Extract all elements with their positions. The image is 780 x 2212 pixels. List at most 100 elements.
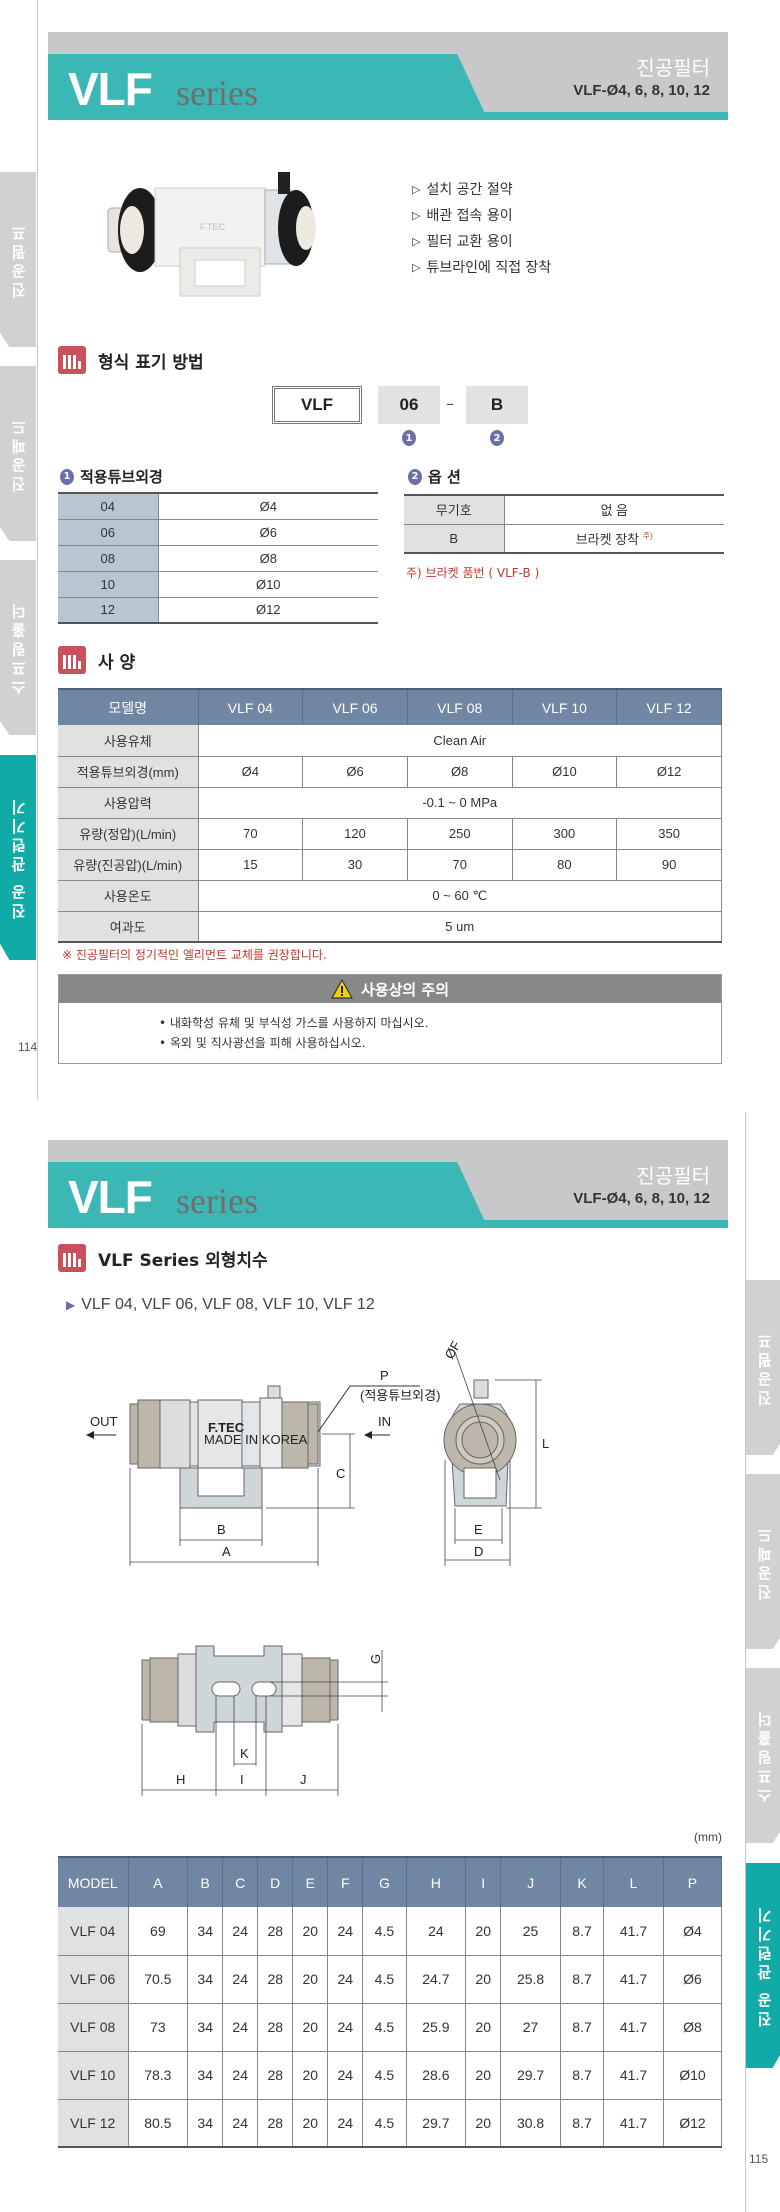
side-tab-label: 스프링홀더 [755,1708,774,1803]
section-header-spec: 사 양 [58,646,135,674]
side-tab-vacuum-pad[interactable]: 진공패드 [0,366,36,541]
side-tab-label: 진공 관련기기 [755,1903,774,2028]
side-tab-vacuum-accessories[interactable]: 진공 관련기기 [746,1863,780,2068]
catalog-page-114: 진공펌프 진공패드 스프링홀더 진공 관련기기 114 VLF series 진… [0,0,780,1100]
spec-note: ※ 진공필터의 정기적인 엘리먼트 교체를 권장합니다. [62,948,327,962]
out-label: OUT [90,1414,118,1429]
banner-korean-title: 진공필터 [636,56,710,80]
side-tab-vacuum-pump[interactable]: 진공펌프 [746,1280,780,1455]
marker-1: 1 [60,468,74,485]
unit-label: (mm) [694,1830,722,1844]
svg-text:I: I [240,1772,244,1787]
marker-1: 1 [402,430,416,446]
side-tab-label: 진공펌프 [755,1329,774,1406]
svg-text:ØF: ØF [442,1340,464,1362]
page-number: 114 [18,1040,38,1054]
banner-series: series [176,1181,258,1221]
side-tab-label: 진공 관련기기 [9,795,28,920]
arrow-left-icon [364,1431,372,1439]
triangle-bullet-icon: ▷ [412,183,421,196]
banner-korean-title: 진공필터 [636,1164,710,1188]
triangle-bullet-icon: ▷ [412,235,421,248]
caution-item: • 내화학성 유체 및 부식성 가스를 사용하지 마십시오. [159,1016,429,1030]
page-margin-rule [37,0,38,1100]
triangle-bullet-icon: ▷ [412,261,421,274]
section-header-ordering: 형식 표기 방법 [58,346,204,374]
feature-item: ▷튜브라인에 직접 장착 [412,255,551,281]
bar-chart-icon [58,1244,86,1272]
section-title: VLF Series 외형치수 [98,1250,268,1271]
triangle-bullet-icon: ▷ [412,209,421,222]
side-tab-label: 진공패드 [755,1523,774,1600]
code-box-size: 06 [378,386,440,424]
bar-chart-icon [58,346,86,374]
arrow-left-icon [86,1431,94,1439]
side-tab-label: 스프링홀더 [9,600,28,695]
svg-text:J: J [300,1772,307,1787]
feature-list: ▷설치 공간 절약 ▷배관 접속 용이 ▷필터 교환 용이 ▷튜브라인에 직접 … [412,177,551,281]
side-tab-spring-holder[interactable]: 스프링홀더 [0,560,36,735]
svg-text:C: C [336,1466,345,1481]
svg-text:D: D [474,1544,483,1559]
banner-subtitle: VLF-Ø4, 6, 8, 10, 12 [573,82,710,99]
section-header-dimensions: VLF Series 외형치수 [58,1244,268,1272]
feature-item: ▷설치 공간 절약 [412,177,551,203]
series-banner: VLF series 진공필터 VLF-Ø4, 6, 8, 10, 12 [48,32,728,120]
feature-item: ▷배관 접속 용이 [412,203,551,229]
svg-text:E: E [474,1522,483,1537]
svg-text:B: B [217,1522,226,1537]
bar-chart-icon [58,646,86,674]
product-photo: F.TEC [107,172,316,297]
banner-title: VLF [68,63,153,115]
svg-text:(적용튜브외경): (적용튜브외경) [360,1388,440,1403]
code-dash: – [446,394,454,413]
svg-text:A: A [222,1544,231,1559]
section-title: 사 양 [98,652,136,673]
page-number: 115 [749,2152,769,2166]
svg-text:K: K [240,1746,249,1761]
side-tab-vacuum-pad[interactable]: 진공패드 [746,1474,780,1649]
catalog-page-115: 진공펌프 진공패드 스프링홀더 진공 관련기기 115 VLF series 진… [0,1100,780,2212]
dimension-drawing-side: F.TEC MADE IN KOREA OUT IN P (적용튜브외경) A … [86,1340,549,1566]
svg-text:P: P [380,1368,389,1383]
svg-text:F.TEC: F.TEC [200,222,226,232]
svg-text:H: H [176,1772,185,1787]
banner-series: series [176,73,258,113]
banner-title: VLF [68,1171,153,1223]
marker-2: 2 [490,430,504,446]
dimension-drawing-top: G H I J K [141,1645,388,1796]
side-tab-label: 진공펌프 [9,221,28,298]
svg-text:G: G [368,1654,383,1664]
side-tab-vacuum-accessories[interactable]: 진공 관련기기 [0,755,36,960]
side-tab-vacuum-pump[interactable]: 진공펌프 [0,172,36,347]
caution-list: • 내화학성 유체 및 부식성 가스를 사용하지 마십시오. • 옥외 및 직사… [59,1003,721,1053]
page-margin-rule [745,1112,746,2212]
section-title: 형식 표기 방법 [98,352,204,373]
feature-item: ▷필터 교환 용이 [412,229,551,255]
series-banner: VLF series 진공필터 VLF-Ø4, 6, 8, 10, 12 [48,1140,728,1228]
warning-icon [330,979,353,999]
code-box-option: B [466,386,528,424]
code-box-series: VLF [272,386,362,424]
caution-item: • 옥외 및 직사광선을 피해 사용하십시오. [159,1036,366,1050]
side-tab-spring-holder[interactable]: 스프링홀더 [746,1668,780,1843]
